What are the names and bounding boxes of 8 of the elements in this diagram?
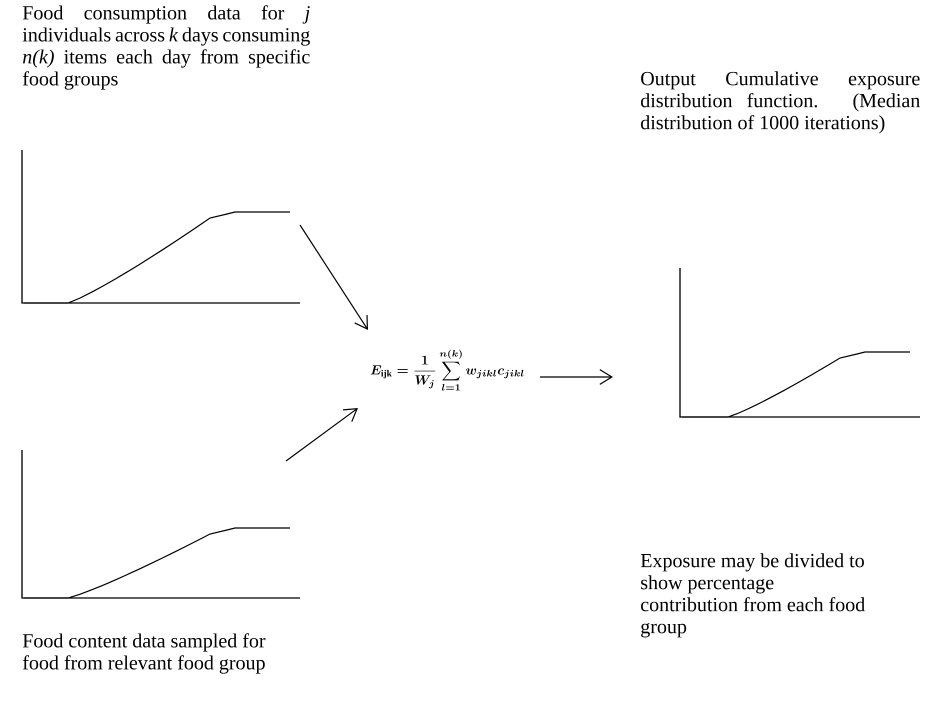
arrow <box>300 224 368 330</box>
arrow <box>286 408 358 462</box>
arrow <box>540 369 613 385</box>
note-text: Exposure may be divided to show percentage contribution from each food group <box>640 553 865 638</box>
caption-text: Food consumption data for j individuals across k days consuming n(k) items each day from specific food groups <box>22 5 310 90</box>
caption-text: Output Cumulative exposure distribution function. (Median distribution of 1000 iterations) <box>641 71 920 134</box>
formula: $E_{\mathrm{ijk}} = \frac{1}{W_j}\sum_{l=1}^{n(k)} w_{jikl}c_{jikl}$ <box>370 350 524 391</box>
caption-text: Food content data sampled for food from relevant food group <box>22 633 266 674</box>
